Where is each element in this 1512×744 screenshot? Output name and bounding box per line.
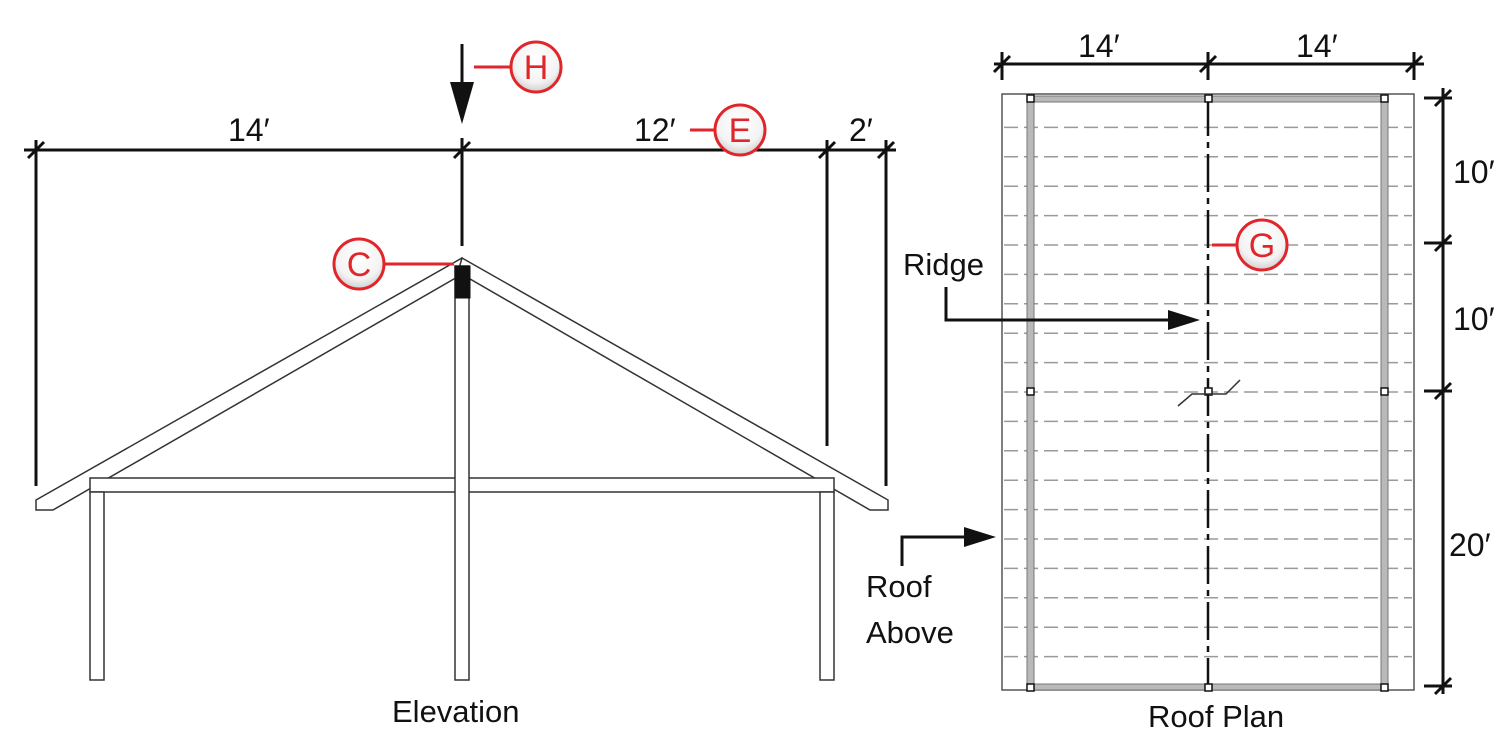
ridge-label: Ridge (903, 247, 984, 282)
roof-plan-drawing (1001, 93, 1415, 692)
left-rafter (35, 256, 467, 511)
roof-plan-title: Roof Plan (1148, 699, 1284, 734)
roof-above-leader (900, 535, 968, 566)
post-markers (1026, 94, 1389, 692)
splice-mark (1177, 379, 1241, 407)
callout-C-label: C (347, 246, 372, 284)
center-post (454, 265, 470, 681)
plan-dim-side-lower: 20′ (1449, 527, 1491, 563)
ridge-arrow-icon (1168, 310, 1200, 330)
plan-dimensions (992, 52, 1453, 696)
plan-dim-top-left: 14′ (1078, 28, 1120, 64)
callout-G: G (1212, 218, 1289, 272)
callout-G-label: G (1249, 227, 1275, 265)
elevation-dim-right: 2′ (849, 112, 873, 148)
load-arrow-icon (450, 82, 474, 124)
ridge-leader (944, 287, 1172, 322)
elevation-dim-middle: 12′ (634, 112, 676, 148)
elevation-dim-left: 14′ (228, 112, 270, 148)
plan-dim-top-right: 14′ (1296, 28, 1338, 64)
roof-above-label-line2: Above (866, 615, 954, 650)
callout-E-label: E (729, 112, 752, 150)
left-post (89, 491, 105, 681)
callout-E: E (690, 103, 767, 157)
callout-H-label: H (524, 49, 549, 87)
callout-C: C (332, 237, 454, 291)
right-rafter (457, 256, 889, 511)
ridge-beam-section (454, 265, 471, 299)
elevation-title: Elevation (392, 694, 520, 729)
roof-above-label-line1: Roof (866, 569, 932, 604)
plan-dim-side-middle: 10′ (1453, 301, 1495, 337)
callout-H: H (474, 40, 563, 94)
roof-above-arrow-icon (964, 527, 996, 547)
elevation-drawing (35, 256, 889, 681)
right-post (819, 491, 835, 681)
plan-dim-side-upper: 10′ (1453, 154, 1495, 190)
